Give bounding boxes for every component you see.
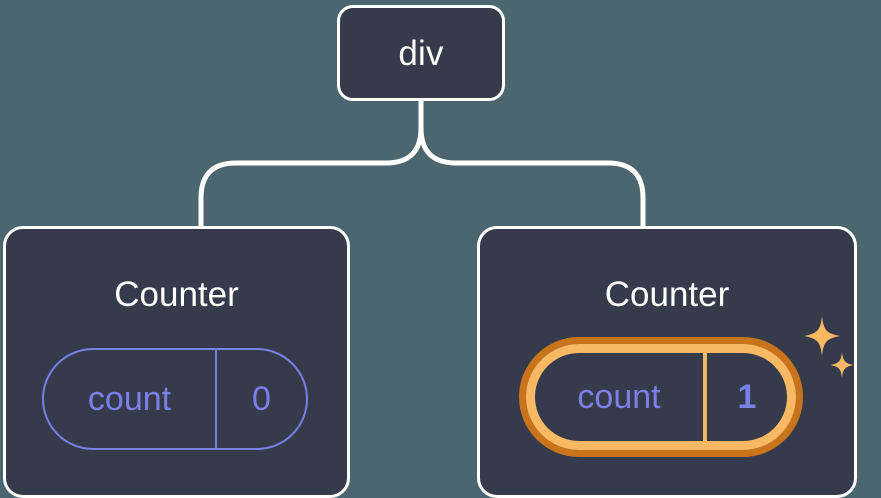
state-value-left: 0	[252, 380, 271, 418]
node-div[interactable]: div	[337, 5, 505, 101]
state-pill-right-body: count 1	[526, 344, 796, 450]
node-counter-left-title: Counter	[114, 275, 239, 314]
state-pill-left[interactable]: count 0	[42, 348, 308, 450]
state-pill-right-highlight-ring: count 1	[519, 337, 803, 457]
state-pill-left-body: count 0	[42, 348, 308, 450]
node-div-label: div	[398, 33, 444, 73]
connector-left	[198, 98, 424, 229]
sparkles-group	[804, 316, 854, 378]
state-key-left: count	[44, 350, 217, 448]
state-pill-right[interactable]: count 1	[519, 337, 803, 457]
sparkle-small-icon	[830, 352, 854, 378]
node-counter-right-title: Counter	[604, 275, 730, 314]
state-value-right: 1	[737, 378, 757, 416]
state-key-right: count	[535, 353, 707, 441]
connector-right	[418, 98, 646, 229]
sparkle-large-icon	[804, 316, 840, 356]
